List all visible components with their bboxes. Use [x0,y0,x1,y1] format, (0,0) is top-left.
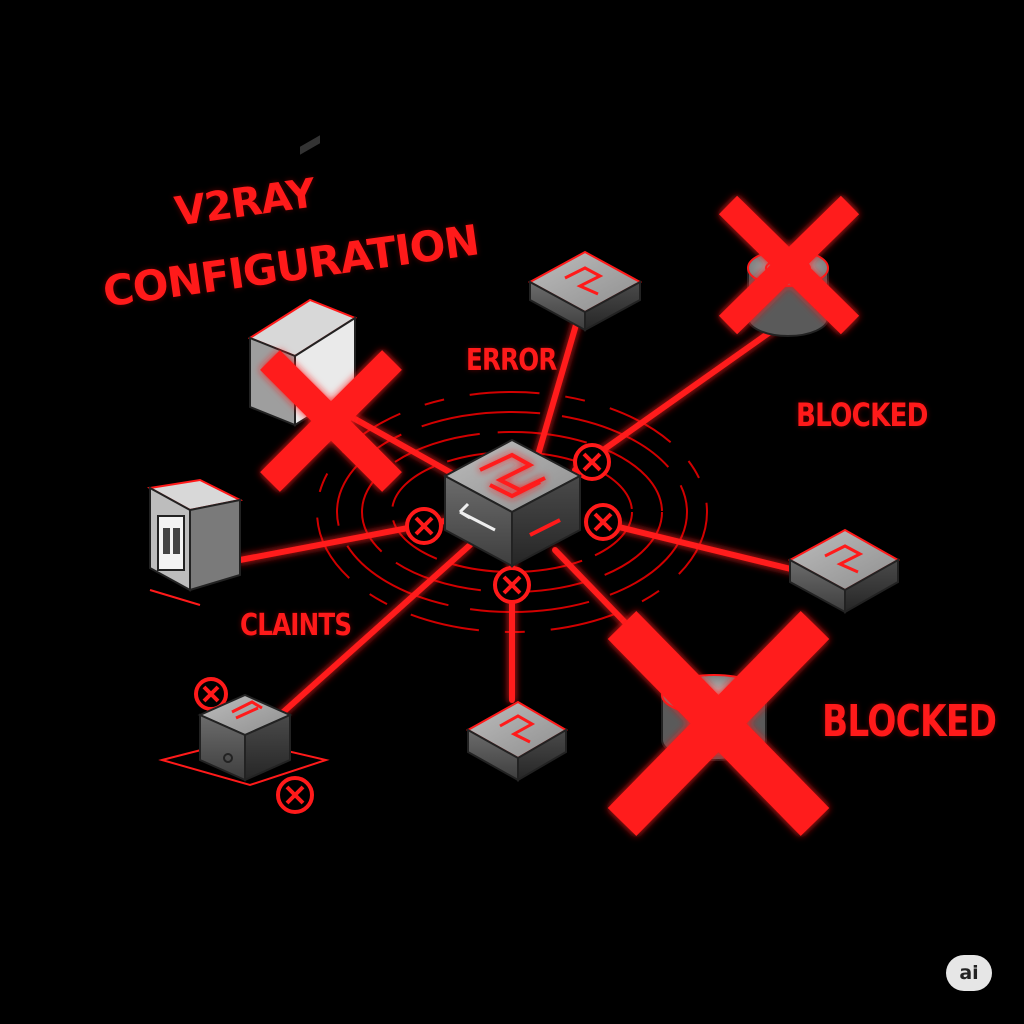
client-device-left-icon [146,478,244,606]
error-marker-icon [405,507,443,545]
switch-top-icon [527,250,643,332]
switch-right-icon [787,528,901,614]
link-to-client-box [277,542,473,718]
error-markers [194,443,622,814]
error-marker-icon [584,503,622,541]
link-to-switch-right [587,517,798,573]
clients-label: CLAINTS [240,608,352,643]
error-marker-icon [573,443,611,481]
blocked-x-icon [718,195,860,335]
error-marker-icon [493,566,531,604]
blocked-x-icon [260,350,402,492]
error-label: ERROR [466,343,557,378]
switch-bottom-icon [465,700,568,782]
blocked-label-bottom: BLOCKED [822,696,997,747]
client-box-bottom-left-icon [158,693,330,787]
link-to-switch-top [535,315,581,458]
central-hub-icon [442,438,583,568]
ai-badge: ai [946,955,992,991]
blocked-marks [260,195,860,836]
blocked-x-icon [607,611,830,836]
blocked-label-top: BLOCKED [796,396,928,434]
error-marker-icon [194,677,228,711]
error-marker-icon [276,776,314,814]
link-to-database-top-right [572,322,783,473]
